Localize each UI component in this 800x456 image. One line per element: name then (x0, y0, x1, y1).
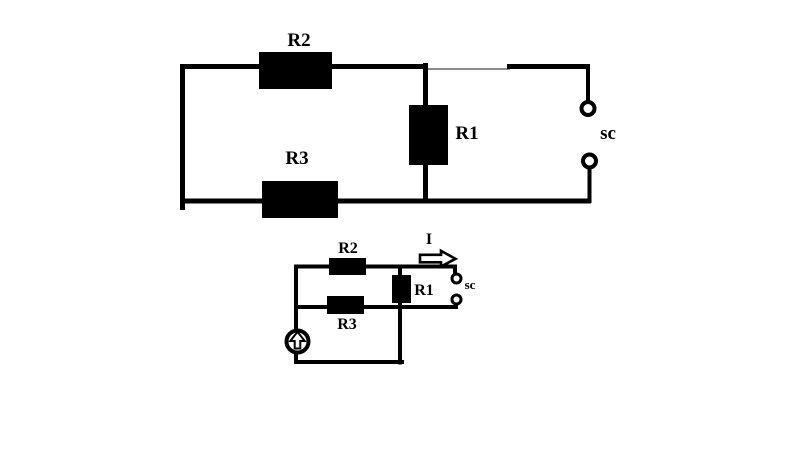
large-sc-label: sc (600, 123, 616, 144)
large-r3-label: R3 (285, 148, 308, 169)
small-r3-label: R3 (337, 316, 357, 333)
large-r1-label: R1 (455, 123, 478, 144)
small-sc-label: sc (465, 277, 476, 292)
large-r2-label: R2 (287, 30, 310, 51)
large-r3-resistor-body (262, 181, 338, 218)
current-source-up-arrow-icon (288, 330, 307, 350)
small-r2-resistor-body (329, 258, 366, 275)
small-lower-terminal-circle (450, 293, 463, 306)
small-upper-terminal-circle (450, 272, 463, 285)
small-r3-resistor-body (327, 296, 364, 314)
small-r2-label: R2 (338, 240, 358, 257)
large-circuit: R2 R3 R1 sc (180, 30, 616, 218)
small-circuit: R2 I R1 sc R3 (284, 231, 476, 365)
current-direction-arrow-icon (418, 248, 459, 269)
small-r1-label: R1 (414, 282, 434, 299)
large-upper-terminal-circle (579, 100, 597, 117)
large-r1-resistor-body (409, 105, 448, 165)
current-label: I (426, 231, 432, 248)
large-r2-resistor-body (259, 52, 332, 89)
large-lower-terminal-circle (581, 152, 598, 170)
small-r1-resistor-body (392, 275, 411, 303)
